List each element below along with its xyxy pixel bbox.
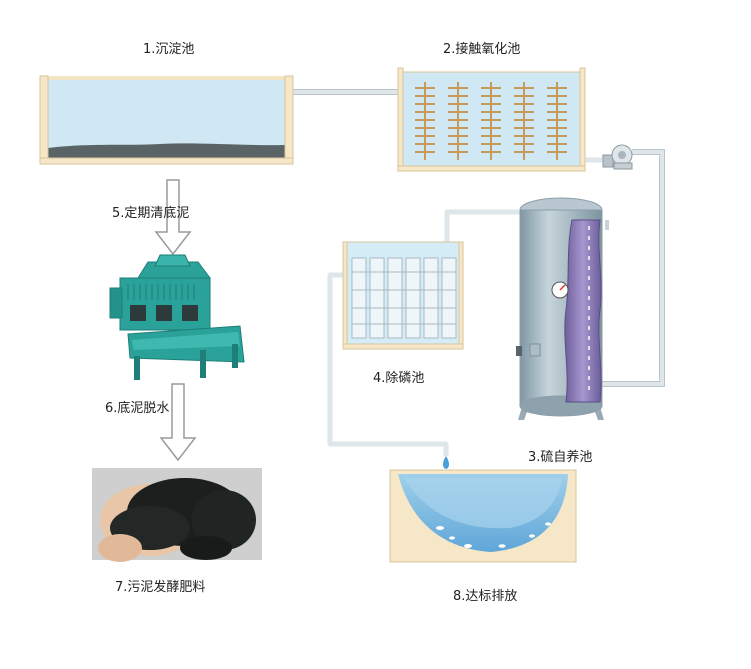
water-drop-icon (443, 456, 449, 469)
label-sludge-dewatering: 6.底泥脱水 (105, 401, 170, 416)
label-phosphorus-removal-tank: 4.除磷池 (373, 371, 425, 386)
filter-plates (351, 257, 457, 339)
label-sulfur-autotrophic-tank: 3.硫自养池 (528, 450, 593, 465)
sedimentation-tank (39, 75, 294, 165)
pipes (292, 89, 665, 456)
filler-string-2 (448, 82, 468, 160)
phosphorus-removal-tank (342, 241, 464, 350)
filler-string-5 (547, 82, 567, 160)
compost-photo (92, 468, 262, 562)
filler-string-3 (481, 82, 501, 160)
dewatering-machine (109, 254, 245, 380)
contact-oxidation-tank (397, 67, 586, 172)
filler-string-1 (415, 82, 435, 160)
arrow-down-1 (154, 179, 192, 256)
pump (602, 144, 633, 170)
label-sludge-compost: 7.污泥发酵肥料 (115, 580, 206, 595)
label-clean-sediment: 5.定期清底泥 (112, 206, 190, 221)
discharge-pool (389, 469, 577, 563)
pipe-3-to-4 (444, 209, 520, 250)
pipe-pump-to-3 (598, 149, 665, 387)
filler-string-4 (514, 82, 534, 160)
label-sedimentation-tank: 1.沉淀池 (143, 42, 195, 57)
pipe-outlines (292, 89, 665, 387)
pipe-4-to-8 (327, 272, 449, 456)
sulfur-autotrophic-tank (516, 197, 609, 420)
arrow-down-2 (159, 383, 197, 462)
label-discharge: 8.达标排放 (453, 589, 518, 604)
bio-filler-strings (415, 82, 567, 160)
label-contact-oxidation-tank: 2.接触氧化池 (443, 42, 521, 57)
